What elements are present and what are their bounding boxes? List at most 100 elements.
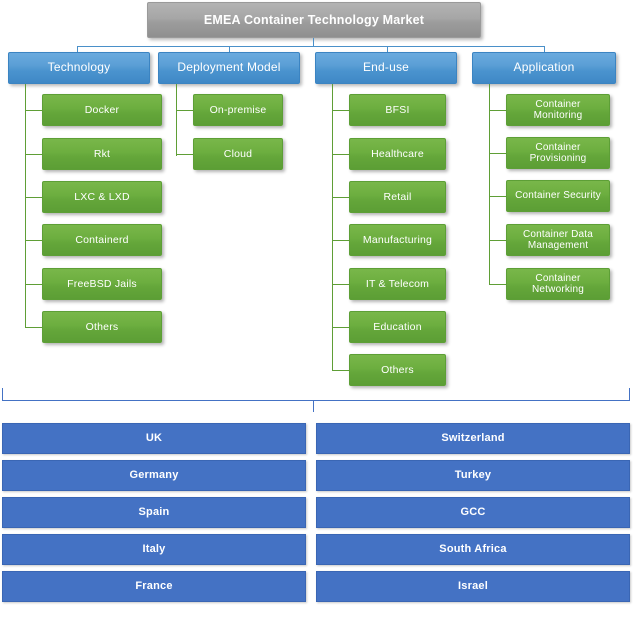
category-header-label: Application [513,60,575,75]
leaf-technology-others[interactable]: Others [42,311,162,343]
branch-stub-enduse-5 [332,327,349,328]
region-bracket-center-stem [313,400,314,412]
leaf-label: Container Security [515,190,601,202]
leaf-label: Healthcare [371,147,424,160]
category-header-label: Deployment Model [177,60,281,75]
region-box-germany[interactable]: Germany [2,460,306,491]
leaf-label: FreeBSD Jails [67,277,137,290]
branch-stub-deployment-0 [176,110,193,111]
leaf-application-container-data-management[interactable]: Container Data Management [506,224,610,256]
category-header-label: Technology [47,60,111,75]
branch-stub-application-3 [489,240,506,241]
leaf-label: Container Networking [531,272,585,296]
region-label: Spain [138,506,170,519]
branch-stub-technology-0 [25,110,42,111]
branch-spine-end-use [332,84,333,371]
branch-stub-enduse-2 [332,197,349,198]
leaf-technology-containerd[interactable]: Containerd [42,224,162,256]
region-box-switzerland[interactable]: Switzerland [316,423,630,454]
region-bracket-bar [2,400,630,401]
branch-spine-application [489,84,490,285]
branch-stub-technology-3 [25,240,42,241]
leaf-deployment-on-premise[interactable]: On-premise [193,94,283,126]
leaf-enduse-education[interactable]: Education [349,311,446,343]
leaf-label: Education [373,320,422,333]
branch-stub-technology-5 [25,327,42,328]
branch-stub-application-0 [489,110,506,111]
region-label: GCC [460,506,486,519]
leaf-application-container-provisioning[interactable]: Container Provisioning [506,137,610,169]
leaf-enduse-retail[interactable]: Retail [349,181,446,213]
region-box-italy[interactable]: Italy [2,534,306,565]
root-title-label: EMEA Container Technology Market [203,12,425,27]
leaf-application-container-security[interactable]: Container Security [506,180,610,212]
leaf-label: IT & Telecom [365,277,430,290]
leaf-label: BFSI [385,103,410,116]
region-box-gcc[interactable]: GCC [316,497,630,528]
region-box-turkey[interactable]: Turkey [316,460,630,491]
leaf-technology-docker[interactable]: Docker [42,94,162,126]
leaf-label: On-premise [209,103,267,116]
branch-stub-technology-2 [25,197,42,198]
leaf-enduse-others[interactable]: Others [349,354,446,386]
leaf-application-container-monitoring[interactable]: Container Monitoring [506,94,610,126]
region-bracket-right-tick [629,388,630,400]
leaf-technology-rkt[interactable]: Rkt [42,138,162,170]
root-stem-line [313,38,314,46]
leaf-enduse-it-telecom[interactable]: IT & Telecom [349,268,446,300]
leaf-application-container-networking[interactable]: Container Networking [506,268,610,300]
category-header-label: End-use [362,60,410,75]
category-bus-line [77,46,545,47]
branch-stub-enduse-6 [332,370,349,371]
region-label: Israel [458,580,488,593]
leaf-label: Docker [84,103,120,116]
region-box-uk[interactable]: UK [2,423,306,454]
category-header-deployment-model[interactable]: Deployment Model [158,52,300,84]
branch-stub-enduse-1 [332,154,349,155]
leaf-enduse-manufacturing[interactable]: Manufacturing [349,224,446,256]
branch-stub-application-2 [489,196,506,197]
leaf-label: Retail [383,190,412,203]
branch-stub-technology-4 [25,284,42,285]
leaf-enduse-bfsi[interactable]: BFSI [349,94,446,126]
category-drop-line-enduse [387,46,388,52]
branch-stub-application-1 [489,153,506,154]
branch-spine-technology [25,84,26,328]
branch-stub-technology-1 [25,154,42,155]
leaf-label: Cloud [223,147,253,160]
leaf-label: Manufacturing [362,233,433,246]
leaf-technology-lxc-lxd[interactable]: LXC & LXD [42,181,162,213]
leaf-enduse-healthcare[interactable]: Healthcare [349,138,446,170]
category-drop-line-deployment [229,46,230,52]
region-box-south-africa[interactable]: South Africa [316,534,630,565]
region-label: South Africa [439,543,507,556]
leaf-label: Container Data Management [522,228,594,252]
region-box-france[interactable]: France [2,571,306,602]
region-label: Turkey [454,469,492,482]
category-drop-line-application [544,46,545,52]
region-label: France [135,580,173,593]
leaf-label: Others [381,363,414,376]
leaf-label: Container Provisioning [529,141,587,165]
leaf-deployment-cloud[interactable]: Cloud [193,138,283,170]
leaf-technology-freebsd-jails[interactable]: FreeBSD Jails [42,268,162,300]
branch-spine-deployment-model [176,84,177,156]
root-title-box: EMEA Container Technology Market [147,2,481,38]
region-label: Germany [129,469,179,482]
leaf-label: Containerd [75,233,129,246]
region-bracket-left-tick [2,388,3,400]
region-box-israel[interactable]: Israel [316,571,630,602]
region-label: Switzerland [441,432,505,445]
branch-stub-application-4 [489,284,506,285]
branch-stub-enduse-3 [332,240,349,241]
leaf-label: Container Monitoring [533,98,583,122]
region-box-spain[interactable]: Spain [2,497,306,528]
category-header-application[interactable]: Application [472,52,616,84]
region-label: Italy [142,543,166,556]
category-drop-line-technology [77,46,78,52]
category-header-technology[interactable]: Technology [8,52,150,84]
leaf-label: LXC & LXD [74,190,130,203]
branch-stub-enduse-0 [332,110,349,111]
category-header-end-use[interactable]: End-use [315,52,457,84]
